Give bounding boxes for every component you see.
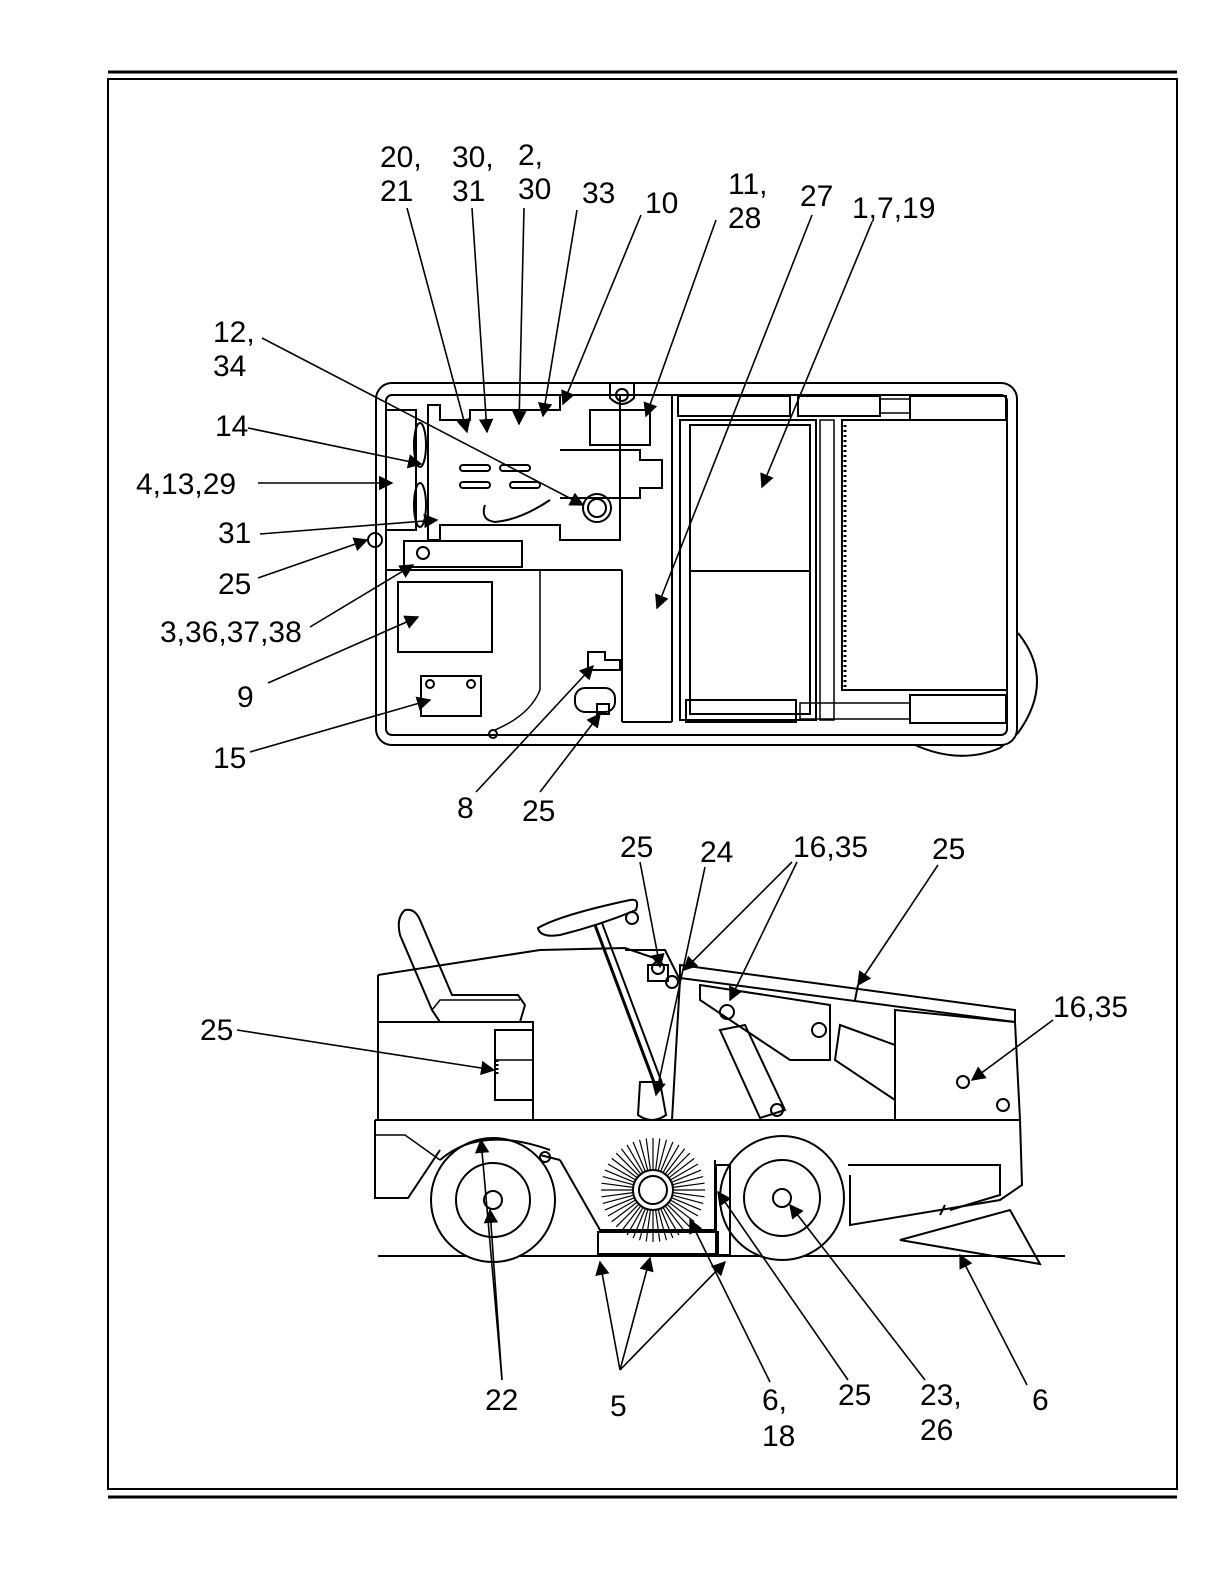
callout-6: 6 bbox=[1032, 1384, 1049, 1417]
callout-27: 27 bbox=[800, 180, 833, 213]
callout-22: 22 bbox=[485, 1384, 518, 1417]
callout-30-31-line2: 31 bbox=[452, 175, 485, 208]
callout-25-top-bottom: 25 bbox=[522, 795, 555, 828]
callout-12-34-line2: 34 bbox=[213, 350, 246, 383]
callout-14: 14 bbox=[215, 410, 248, 443]
callout-33: 33 bbox=[582, 177, 615, 210]
callout-24: 24 bbox=[700, 836, 733, 869]
callout-5: 5 bbox=[610, 1390, 627, 1423]
callout-10: 10 bbox=[645, 187, 678, 220]
callout-2-30-line2: 30 bbox=[518, 173, 551, 206]
callout-25-dash: 25 bbox=[620, 831, 653, 864]
callout-15: 15 bbox=[213, 742, 246, 775]
callout-30-31-line1: 30, bbox=[452, 141, 494, 174]
callout-31: 31 bbox=[218, 517, 251, 550]
callout-25-broom: 25 bbox=[838, 1379, 871, 1412]
side-view-machine bbox=[375, 900, 1065, 1264]
callout-23-26-line1: 23, bbox=[920, 1379, 962, 1412]
callout-9: 9 bbox=[237, 681, 254, 714]
callout-20-21-line1: 20, bbox=[380, 141, 422, 174]
callout-11-28-line2: 28 bbox=[728, 202, 761, 235]
callout-23-26-line2: 26 bbox=[920, 1414, 953, 1447]
callout-6-18-line1: 6, bbox=[762, 1384, 787, 1417]
callout-20-21-line2: 21 bbox=[380, 175, 413, 208]
callout-25-rear: 25 bbox=[200, 1014, 233, 1047]
callout-25-hopper: 25 bbox=[932, 833, 965, 866]
callout-2-30-line1: 2, bbox=[518, 139, 543, 172]
callout-16-35-upper: 16,35 bbox=[793, 831, 868, 864]
callout-25-top-left: 25 bbox=[218, 568, 251, 601]
callout-8: 8 bbox=[457, 792, 474, 825]
callout-3-36-37-38: 3,36,37,38 bbox=[160, 616, 302, 649]
callout-12-34-line1: 12, bbox=[213, 316, 255, 349]
callout-1-7-19: 1,7,19 bbox=[852, 192, 935, 225]
callout-16-35-right: 16,35 bbox=[1053, 991, 1128, 1024]
top-view-machine bbox=[376, 383, 1037, 756]
callout-4-13-29: 4,13,29 bbox=[136, 468, 236, 501]
callout-11-28-line1: 11, bbox=[728, 168, 767, 201]
diagram-frame bbox=[108, 79, 1177, 1489]
side-view-leaders bbox=[237, 862, 1053, 1385]
callout-6-18-line2: 18 bbox=[762, 1420, 795, 1453]
main-broom bbox=[601, 1138, 705, 1242]
